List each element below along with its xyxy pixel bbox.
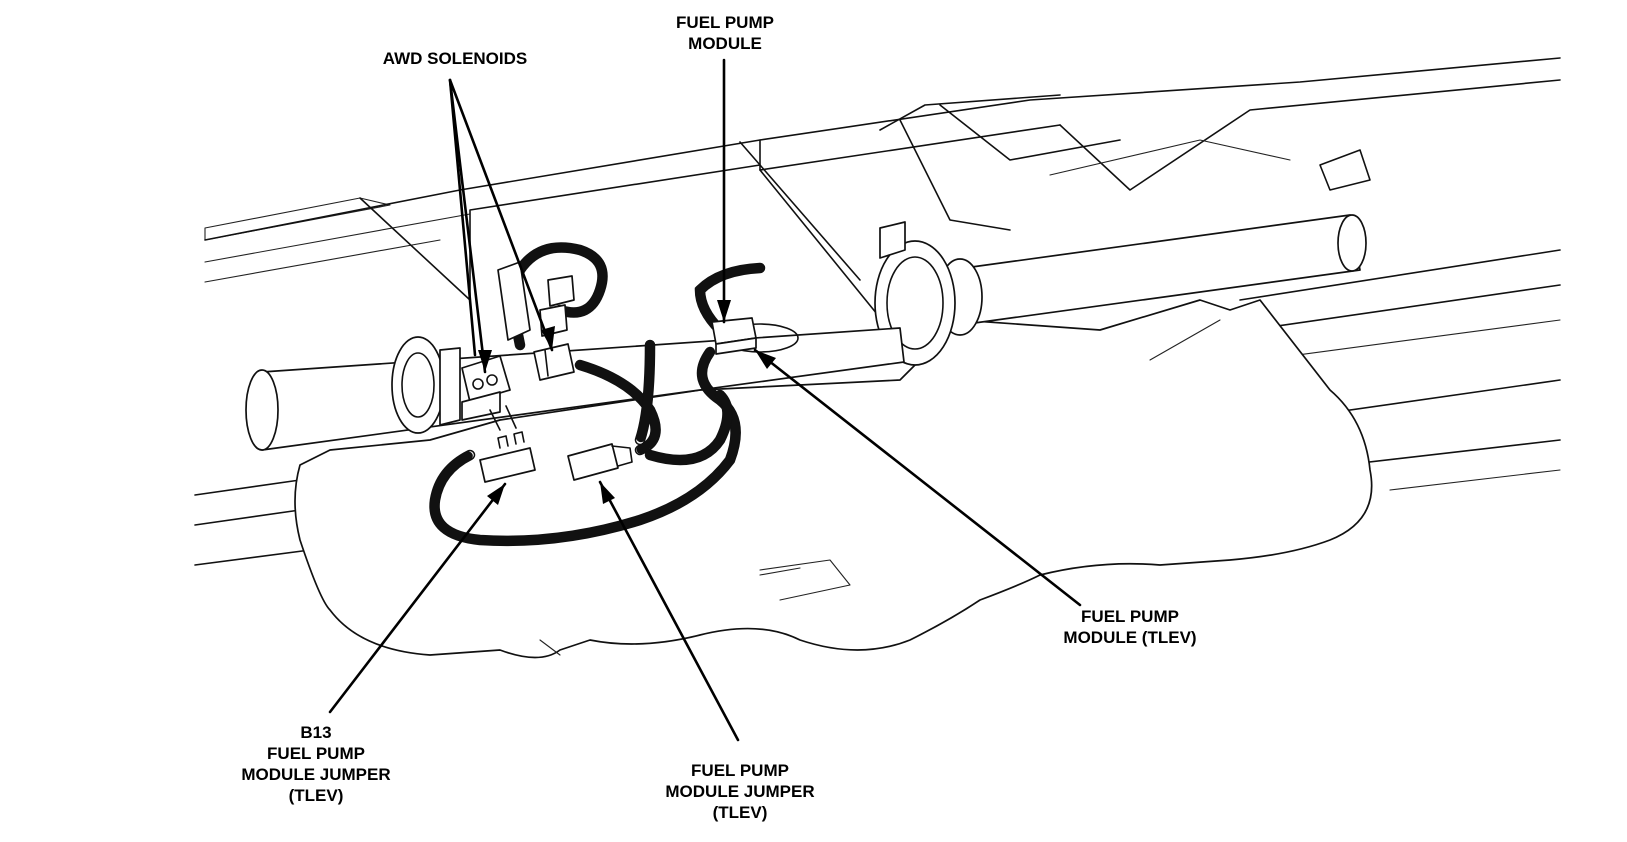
leader-awd-right [448, 78, 554, 352]
leader-b13-jumper [328, 482, 507, 714]
fuel-tank [294, 299, 1373, 659]
arrowhead-fuel-pump-module [717, 300, 731, 322]
lower-tube [245, 327, 905, 451]
leader-lines [328, 58, 1082, 742]
arrowhead-module-jumper [600, 482, 615, 504]
leader-module-jumper [598, 480, 740, 742]
leader-fuel-pump-module-tlev [753, 348, 1082, 607]
label-fuel-pump-module-line2: MODULE [688, 34, 762, 53]
awd-solenoid-connector-right [533, 343, 575, 381]
label-b13-jumper-line3: MODULE JUMPER [241, 765, 391, 784]
label-awd-solenoids: AWD SOLENOIDS [370, 48, 540, 69]
label-module-jumper-tlev-line3: (TLEV) [712, 803, 768, 822]
label-b13-jumper-line1: B13 [300, 723, 332, 742]
leader-awd-left-a [448, 78, 487, 374]
label-fuel-pump-module-line1: FUEL PUMP [676, 13, 774, 32]
label-b13-jumper: B13 FUEL PUMP MODULE JUMPER (TLEV) [226, 722, 406, 806]
arrowhead-fuel-pump-module-tlev [755, 350, 776, 369]
b13-jumper-connector [479, 405, 536, 483]
label-b13-jumper-line4: (TLEV) [288, 786, 344, 805]
arrowhead-awd-right [541, 326, 555, 350]
label-fuel-pump-module: FUEL PUMP MODULE [650, 12, 800, 54]
arrowhead-b13-jumper [487, 484, 505, 505]
floor-pan [194, 57, 1561, 566]
arrowhead-awd-left-a [478, 350, 492, 372]
label-b13-jumper-line2: FUEL PUMP [267, 744, 365, 763]
label-fuel-pump-module-tlev: FUEL PUMP MODULE (TLEV) [1050, 606, 1210, 648]
label-module-jumper-tlev-line1: FUEL PUMP [691, 761, 789, 780]
fuel-hoses [429, 242, 766, 547]
label-module-jumper-tlev: FUEL PUMP MODULE JUMPER (TLEV) [650, 760, 830, 823]
leader-awd-left-b [448, 78, 477, 357]
label-fuel-pump-module-tlev-line1: FUEL PUMP [1081, 607, 1179, 626]
label-fuel-pump-module-tlev-line2: MODULE (TLEV) [1063, 628, 1197, 647]
module-jumper-connector [567, 443, 633, 481]
label-awd-solenoids-text: AWD SOLENOIDS [382, 49, 528, 68]
awd-solenoid-bracket [497, 261, 575, 341]
label-module-jumper-tlev-line2: MODULE JUMPER [665, 782, 815, 801]
